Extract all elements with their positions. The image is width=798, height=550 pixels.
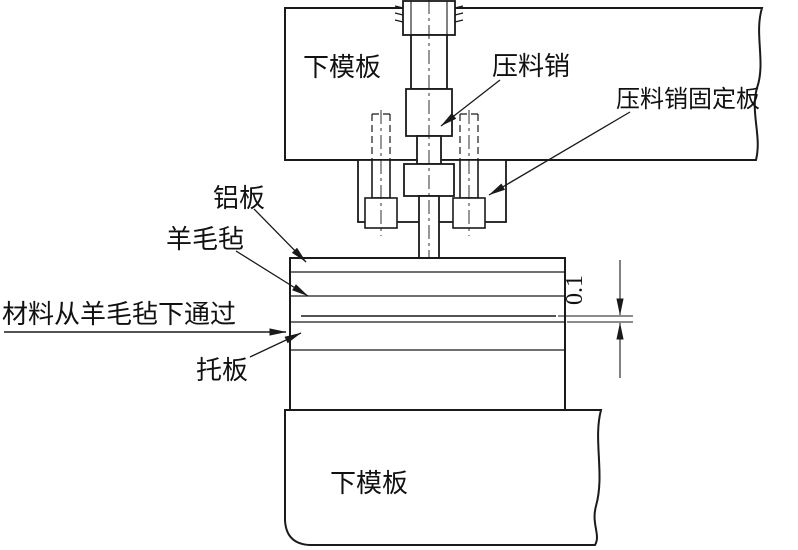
dimension-text: 0.1 [562, 275, 588, 305]
stack-outline [289, 257, 566, 411]
leader-support-plate [249, 332, 302, 358]
leader-pressure-pin [440, 79, 501, 127]
label-upper-die-plate: 下模板 [303, 53, 381, 82]
lower-die-block [284, 409, 603, 546]
dimension-0-1 [558, 260, 633, 378]
leader-aluminum-plate [253, 208, 307, 263]
upper-die-block [284, 7, 764, 161]
label-pin-fixing-plate: 压料销固定板 [616, 86, 760, 113]
label-aluminum-plate: 铝板 [213, 184, 265, 213]
label-support-plate: 托板 [196, 356, 248, 385]
label-wool-felt: 羊毛毡 [166, 225, 244, 254]
leader-lines [4, 79, 631, 358]
labels: 下模板 压料销 压料销固定板 铝板 羊毛毡 材料从羊毛毡下通过 托板 下模板 0… [2, 52, 760, 498]
leader-pin-fixing-plate [488, 111, 631, 196]
bolt-holes-hidden-lines [371, 113, 479, 160]
upper-die-block-outline [284, 7, 764, 161]
label-material-note: 材料从羊毛毡下通过 [2, 300, 236, 329]
label-lower-die-plate: 下模板 [330, 469, 408, 498]
felt-stack [289, 257, 566, 411]
leader-wool-felt [235, 250, 309, 297]
centerlines [380, 0, 470, 266]
thread-ticks [394, 5, 464, 23]
label-pressure-pin: 压料销 [492, 52, 570, 81]
